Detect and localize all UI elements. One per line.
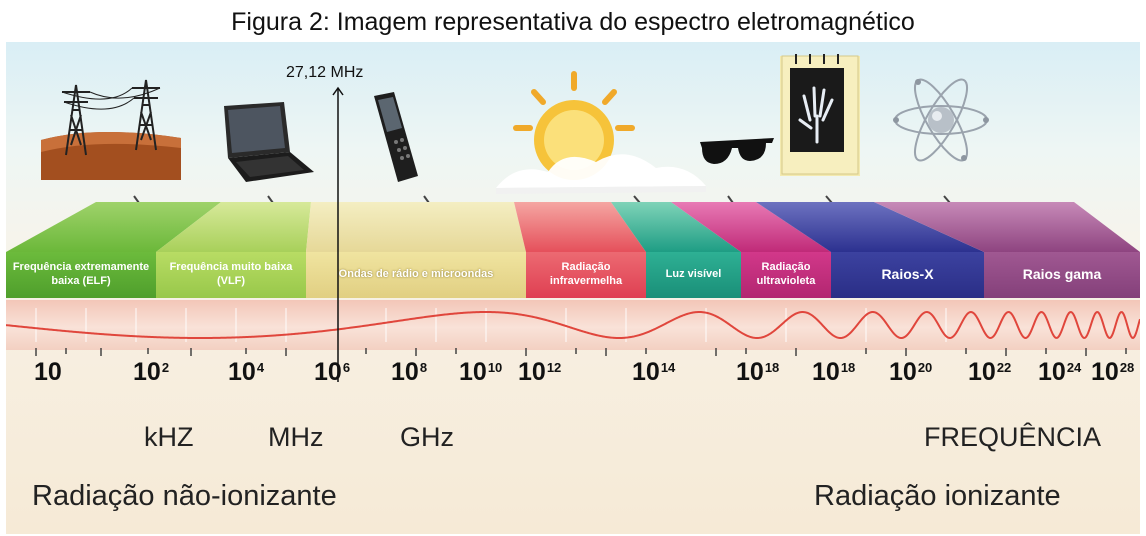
unit-mhz-label: MHz xyxy=(268,422,324,452)
band-ultraviolet: Radiação ultravioleta xyxy=(741,252,831,298)
tick-label: 1020 xyxy=(889,358,933,386)
band-visible: Luz visível xyxy=(646,252,741,298)
tick-label: 1022 xyxy=(968,358,1012,386)
band-gamma: Raios gama xyxy=(984,252,1140,298)
figure-caption: Figura 2: Imagem representativa do espec… xyxy=(231,8,915,36)
sunglasses-icon xyxy=(700,138,774,164)
spectrum-bands xyxy=(6,202,1140,252)
wave-path xyxy=(6,310,1140,340)
spectrum-figure: Frequência extremamente baixa (ELF) Freq… xyxy=(6,42,1140,534)
band-vlf: Frequência muito baixa (VLF) xyxy=(156,252,306,298)
tick-label: 106 xyxy=(314,358,351,386)
tick-label: 1010 xyxy=(459,358,503,386)
marker-arrow xyxy=(332,86,344,382)
tick-label: 102 xyxy=(133,358,170,386)
laptop-icon xyxy=(224,102,314,182)
tick-label: 104 xyxy=(228,358,265,386)
band-radio-microwave: Ondas de rádio e microondas xyxy=(306,252,526,298)
tick-label: 108 xyxy=(391,358,428,386)
power-tower-icon xyxy=(41,79,181,180)
unit-ghz-label: GHz xyxy=(400,422,454,452)
sun-cloud-icon xyxy=(496,71,706,194)
marker-label: 27,12 MHz xyxy=(286,64,364,81)
tick-label: 1012 xyxy=(518,358,562,386)
non-ionizing-label: Radiação não-ionizante xyxy=(32,480,337,512)
tick-label: 1014 xyxy=(632,358,676,386)
tick-label: 1018 xyxy=(736,358,780,386)
tick-label: 1028 xyxy=(1091,358,1135,386)
tick-label: 1018 xyxy=(812,358,856,386)
tick-label: 1024 xyxy=(1038,358,1082,386)
frequency-axis-label: FREQUÊNCIA xyxy=(924,422,1102,452)
axis-minor-ticks xyxy=(35,348,1127,356)
frequency-wave xyxy=(6,308,1140,342)
band-elf: Frequência extremamente baixa (ELF) xyxy=(6,252,156,298)
wave-strip xyxy=(6,300,1140,350)
tick-label: 10 xyxy=(34,358,62,386)
mobile-phone-icon xyxy=(374,92,418,182)
ionizing-label: Radiação ionizante xyxy=(814,480,1061,512)
band-xray: Raios-X xyxy=(831,252,984,298)
xray-hand-icon xyxy=(780,54,860,176)
atom-icon xyxy=(893,78,989,162)
band-infrared: Radiação infravermelha xyxy=(526,252,646,298)
unit-khz-label: kHZ xyxy=(144,422,194,452)
